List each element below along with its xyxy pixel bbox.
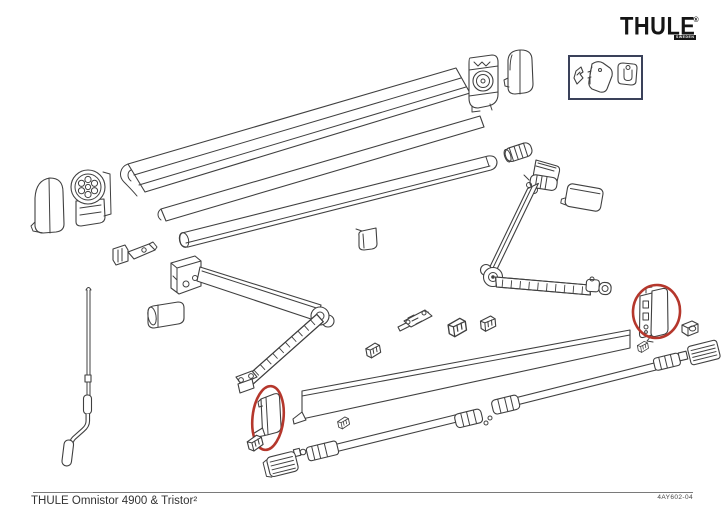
mounting-clip-3 (364, 341, 382, 360)
crank-handle (61, 287, 93, 467)
wedge-part (573, 66, 584, 85)
thule-logo: THULE® SWEDEN (620, 13, 720, 47)
registered-mark-icon: ® (693, 17, 699, 24)
adapter-sleeve (147, 301, 185, 329)
slider-bracket (397, 309, 433, 332)
fabric-roller-tube (178, 155, 498, 248)
right-connector-cylinder (503, 142, 533, 163)
block-clip-right (681, 320, 699, 337)
right-arm-cover-plate (560, 183, 604, 212)
casing-back-profile (157, 115, 485, 222)
left-gear-hub (70, 169, 112, 227)
left-arm-shoulder-bracket (170, 255, 202, 295)
footer-divider (33, 492, 693, 493)
left-spring-arm-lower (244, 313, 324, 387)
left-spring-arm-upper (196, 266, 322, 322)
lead-rail-panel (292, 329, 631, 425)
highlight-ellipse-left (250, 384, 286, 452)
u-bracket-part (617, 62, 638, 86)
spare-parts-detail-box (568, 55, 643, 100)
left-end-cap (30, 177, 65, 234)
brand-country-badge: SWEDEN (674, 35, 697, 40)
right-arm-wrist (585, 276, 612, 296)
mounting-clip-4 (336, 415, 351, 431)
mounting-clip-1 (446, 316, 468, 339)
mounting-clip-2 (479, 315, 497, 333)
doc-code: 4AY602-04 (657, 494, 693, 501)
right-gear-hub (468, 54, 499, 113)
right-spring-arm-upper (486, 182, 539, 275)
ribbed-end-cap-left (262, 451, 299, 478)
support-bracket-small (355, 227, 378, 251)
left-arm-foot-bracket (235, 370, 258, 394)
tiny-clip-right (636, 340, 650, 354)
ribbed-end-cap-right (687, 339, 721, 366)
caption: THULE Omnistor 4900 & Tristor² (31, 495, 198, 507)
cover-plate-part (587, 61, 613, 93)
right-spring-arm-lower (495, 276, 591, 296)
tension-rafter (292, 350, 689, 462)
drive-gearbox (112, 241, 158, 266)
right-end-cap (503, 49, 534, 95)
highlight-ellipse-right (631, 283, 682, 340)
